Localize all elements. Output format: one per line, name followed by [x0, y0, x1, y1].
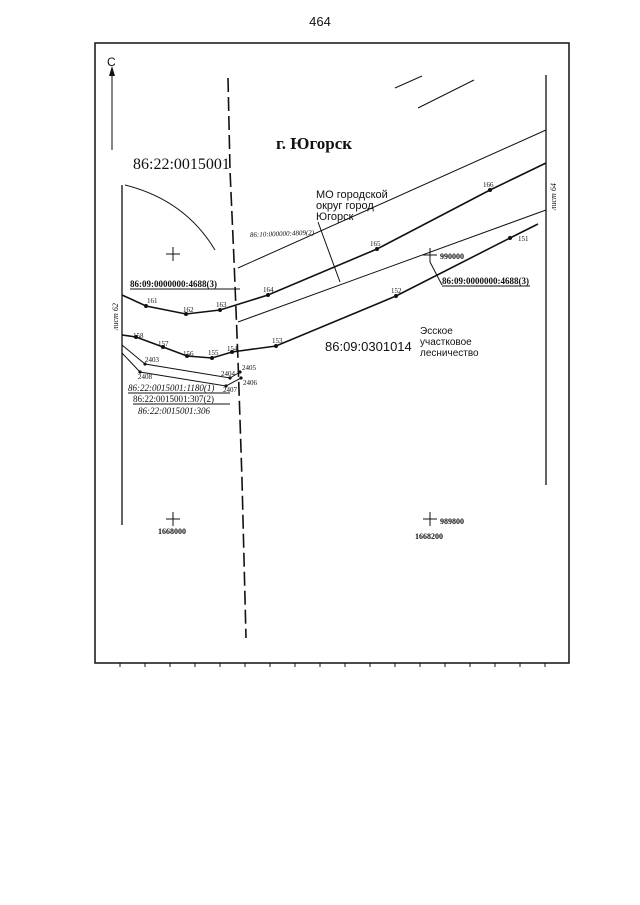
point-label: 164 — [263, 286, 274, 294]
forest-label-line1: Эсское — [420, 326, 453, 337]
point-label: 2406 — [243, 379, 258, 387]
point-label: 2408 — [138, 373, 153, 381]
cad-label-c: 86:22:0015001:306 — [138, 406, 210, 416]
road-edge-lower — [237, 209, 547, 323]
coord-x-left: 1668000 — [158, 527, 186, 536]
point-label: 157 — [158, 340, 169, 348]
hatch-line-2 — [394, 75, 423, 89]
parcel-boundary-upper — [121, 162, 547, 315]
point-label: 153 — [272, 337, 283, 345]
mo-label-line3: Югорск — [316, 211, 354, 223]
point-label: 2404 — [221, 370, 236, 378]
point-labels: 161 162 163 164 165 166 151 152 153 154 … — [133, 181, 529, 394]
hatch-line-1 — [417, 79, 475, 109]
point-label: 158 — [133, 332, 144, 340]
page-number: 464 — [309, 14, 331, 29]
point-label: 154 — [227, 345, 238, 353]
forest-label-line2: участковое — [420, 337, 472, 348]
leader-mo — [317, 221, 341, 283]
small-parcel-line-2 — [121, 352, 242, 387]
point-label: 166 — [483, 181, 494, 189]
road-label: 86:10:000000:4809(2) — [250, 229, 315, 239]
frame-ticks — [119, 663, 546, 667]
block-number-top: 86:22:0015001 — [133, 156, 230, 173]
sheet-label-right: лист 64 — [549, 183, 558, 211]
road-edge-upper — [237, 129, 547, 269]
point-label: 161 — [147, 297, 158, 305]
point-label: 155 — [208, 349, 219, 357]
map-frame — [94, 42, 570, 664]
forest-label-line3: лесничество — [420, 348, 479, 359]
leader-parcel-right — [429, 261, 443, 286]
point-label: 151 — [518, 235, 529, 243]
point-label: 2407 — [223, 386, 238, 394]
small-parcel-line-1 — [121, 344, 241, 379]
city-label: г. Югорск — [276, 134, 352, 153]
north-arrow-icon — [109, 66, 115, 150]
mo-label-line1: МО городской — [316, 189, 388, 201]
coord-y-top: 990000 — [440, 252, 464, 261]
parcel-boundary-lower — [121, 223, 539, 359]
mo-label-line2: округ город — [316, 200, 374, 212]
grid-cross-icon — [166, 247, 437, 526]
sheet-label-left: лист 62 — [111, 303, 120, 331]
boundary-arc — [124, 184, 216, 251]
point-label: 165 — [370, 240, 381, 248]
coord-x-right: 1668200 — [415, 532, 443, 541]
block-number-main: 86:09:0301014 — [325, 339, 412, 354]
point-label: 156 — [183, 350, 194, 358]
parcel-label-right: 86:09:0000000:4688(3) — [442, 276, 529, 286]
turning-points — [134, 188, 512, 388]
point-label: 163 — [216, 301, 227, 309]
coord-y-bottom: 989800 — [440, 517, 464, 526]
point-label: 2403 — [145, 356, 160, 364]
point-label: 2405 — [242, 364, 257, 372]
dashed-boundary — [227, 77, 247, 639]
point-label: 152 — [391, 287, 402, 295]
point-label: 162 — [183, 306, 194, 314]
cad-label-b: 86:22:0015001:307(2) — [133, 394, 214, 404]
north-letter: С — [107, 55, 116, 69]
cad-label-a: 86:22:0015001:1180(1) — [128, 383, 214, 393]
parcel-label-left: 86:09:0000000:4688(3) — [130, 279, 217, 289]
